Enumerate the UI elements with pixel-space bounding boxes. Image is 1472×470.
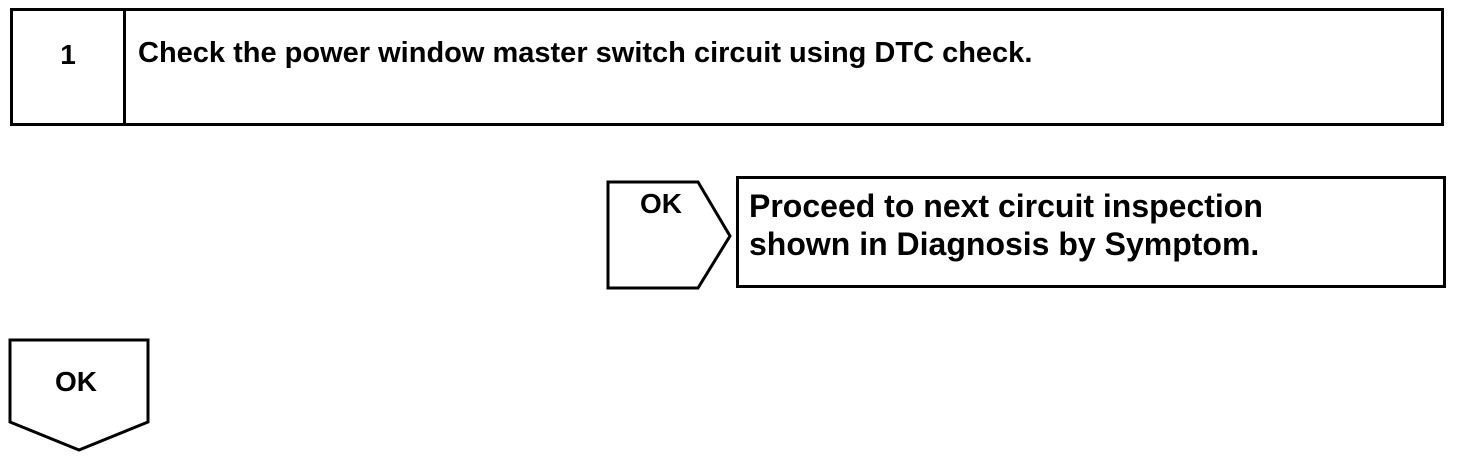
result-line-1: Proceed to next circuit inspection: [749, 188, 1263, 224]
ok-right-label: OK: [640, 188, 682, 219]
step-box: 1 Check the power window master switch c…: [10, 8, 1444, 126]
result-line-2: shown in Diagnosis by Symptom.: [749, 226, 1260, 262]
step-number: 1: [60, 39, 76, 70]
result-box: Proceed to next circuit inspection shown…: [736, 176, 1446, 288]
step-divider: [123, 11, 126, 123]
result-text: Proceed to next circuit inspection shown…: [749, 187, 1263, 263]
step-text: Check the power window master switch cir…: [138, 37, 1033, 69]
ok-right-arrow: [606, 180, 732, 290]
ok-down-arrow: [8, 338, 150, 452]
ok-down-label: OK: [55, 366, 97, 397]
